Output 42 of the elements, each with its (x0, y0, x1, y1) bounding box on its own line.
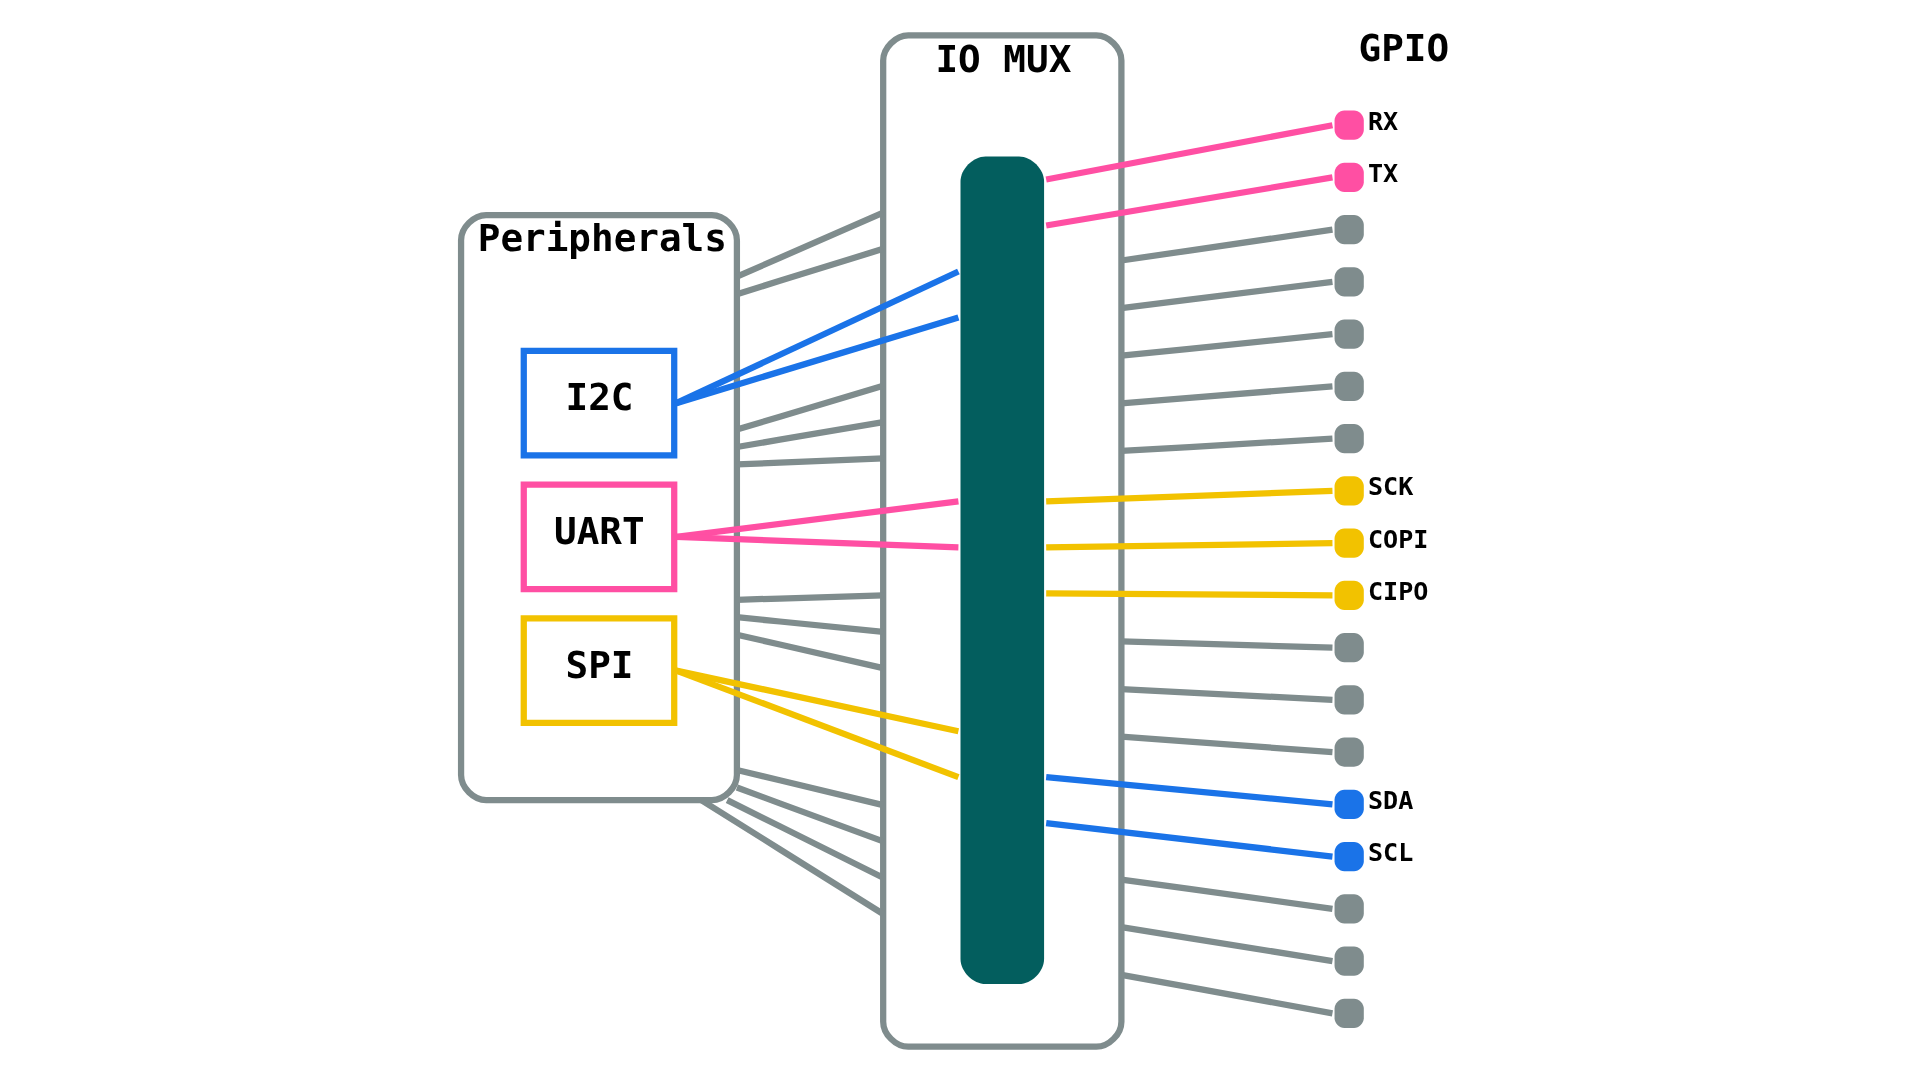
connector (1045, 174, 1333, 229)
node-circle (1334, 424, 1364, 454)
node-circle (1334, 685, 1364, 715)
cluster: IO MUX (879, 32, 1125, 1050)
node-circle (1334, 737, 1364, 767)
node-label: RX (1367, 106, 1398, 136)
node-label: TX (1367, 158, 1398, 188)
connector (674, 268, 960, 406)
node-circle (1334, 841, 1364, 872)
node-circle (1334, 998, 1364, 1028)
node-circle (1334, 110, 1364, 140)
node-circle (1334, 580, 1364, 610)
node-circle (1334, 215, 1364, 245)
node-circle (1334, 476, 1364, 506)
node-circle (1334, 894, 1364, 924)
node-circle (1334, 267, 1364, 297)
connector (675, 533, 959, 551)
node-label: SCL (1367, 837, 1413, 867)
node-label: COPI (1367, 524, 1428, 554)
node-circle (1334, 162, 1364, 193)
node-box: UART (520, 481, 677, 593)
connector (1045, 590, 1332, 599)
node-box: SPI (520, 615, 677, 726)
node-bar (960, 156, 1044, 985)
connector (674, 667, 959, 781)
node-circle (1334, 319, 1364, 349)
node-circle (1334, 789, 1364, 819)
label: GPIO (1358, 26, 1449, 71)
connector (1045, 820, 1333, 860)
node-circle (1334, 371, 1364, 402)
node-label: SDA (1367, 785, 1413, 815)
connector (1045, 487, 1333, 505)
connector (1045, 774, 1333, 808)
node-box: I2C (520, 347, 677, 459)
node-circle (1334, 633, 1364, 663)
connector (674, 314, 959, 407)
connector (1045, 540, 1332, 551)
node-circle (1334, 946, 1364, 976)
node-label: CIPO (1367, 576, 1428, 606)
node-circle (1334, 528, 1364, 558)
node-label: SCK (1367, 472, 1413, 502)
connector (1045, 122, 1333, 183)
